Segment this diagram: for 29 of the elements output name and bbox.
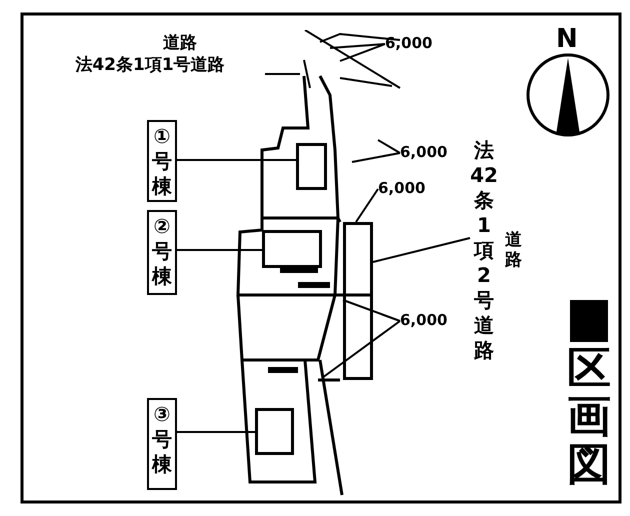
leader-line (352, 152, 400, 163)
leader-line (378, 139, 400, 154)
dimension-label: 6,000 (378, 179, 438, 199)
dimension-label: 6,000 (385, 34, 445, 54)
leader-line (177, 431, 255, 433)
leader-line (330, 43, 386, 49)
dimension-label: 6,000 (400, 311, 460, 331)
building-label: ①号棟 (147, 120, 177, 202)
house-outline (255, 408, 294, 455)
leader-line (340, 43, 386, 62)
house-outline (296, 143, 327, 190)
road-label: 道路 (504, 230, 523, 270)
road-area (343, 222, 373, 380)
road-label: 道路 (163, 32, 197, 54)
leader-line (342, 299, 400, 322)
north-label: N (556, 24, 578, 54)
road-label: 法42条1項1号道路 (74, 54, 226, 76)
title: 区画図 (566, 345, 612, 489)
dimension-label: 6,000 (400, 143, 460, 163)
road-label: 法42条1項2号道路 (470, 138, 498, 363)
building-label: ②号棟 (147, 210, 177, 295)
leader-line (372, 237, 470, 263)
leader-line (265, 73, 300, 75)
leader-line (321, 320, 401, 379)
leader-line (177, 249, 262, 251)
house-outline (262, 230, 322, 268)
building-label: ③号棟 (147, 398, 177, 490)
leader-line (355, 188, 379, 223)
leader-line (177, 159, 296, 161)
